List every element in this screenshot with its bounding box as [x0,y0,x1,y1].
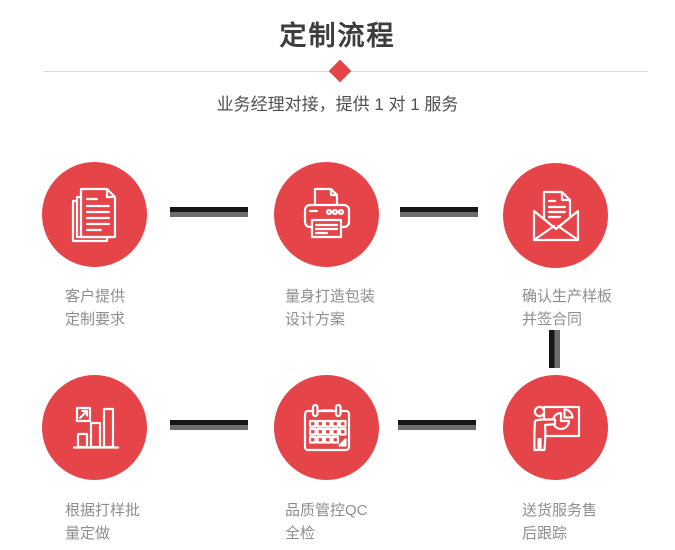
step-label-1-line1: 客户提供 [65,288,126,305]
step-label-6: 送货服务售 后跟踪 [522,499,597,545]
page-title: 定制流程 [279,21,396,51]
step-label-1: 客户提供 定制要求 [65,285,125,331]
step-label-6-line2: 后跟踪 [522,525,568,542]
step-circle-1 [42,162,147,267]
subtitle: 业务经理对接，提供 1 对 1 服务 [216,95,459,114]
documents-icon [71,187,116,242]
presentation-icon [532,405,580,451]
step-circle-5 [274,375,379,480]
connector-line-4 [398,420,476,430]
step-label-1-line2: 定制要求 [65,311,126,328]
calendar-icon [303,403,350,451]
step-circle-4 [42,375,147,480]
step-label-4-line1: 根据打样批 [65,502,141,519]
step-label-6-line1: 送货服务售 [522,502,598,519]
step-label-5: 品质管控QC 全检 [285,499,368,545]
connector-line-1 [170,207,248,217]
step-label-2-line1: 量身打造包装 [285,288,376,305]
step-label-5-line1: 品质管控QC [285,502,368,519]
printer-icon [303,187,350,238]
bar-chart-icon [72,406,119,449]
step-label-4-line2: 量定做 [65,525,111,542]
diamond-icon [328,59,352,83]
step-label-4: 根据打样批 量定做 [65,499,140,545]
connector-line-3 [170,420,248,430]
open-envelope-icon [532,190,579,241]
step-label-3-line2: 并签合同 [522,311,583,328]
step-circle-2 [274,162,379,267]
step-label-3: 确认生产样板 并签合同 [522,285,612,331]
step-circle-6 [503,375,608,480]
step-label-5-line2: 全检 [285,525,316,542]
step-label-2: 量身打造包装 设计方案 [285,285,375,331]
step-label-3-line1: 确认生产样板 [522,288,613,305]
connector-line-2 [400,207,478,217]
step-label-2-line2: 设计方案 [285,311,346,328]
step-circle-3 [503,163,608,268]
connector-line-vertical [549,330,560,368]
